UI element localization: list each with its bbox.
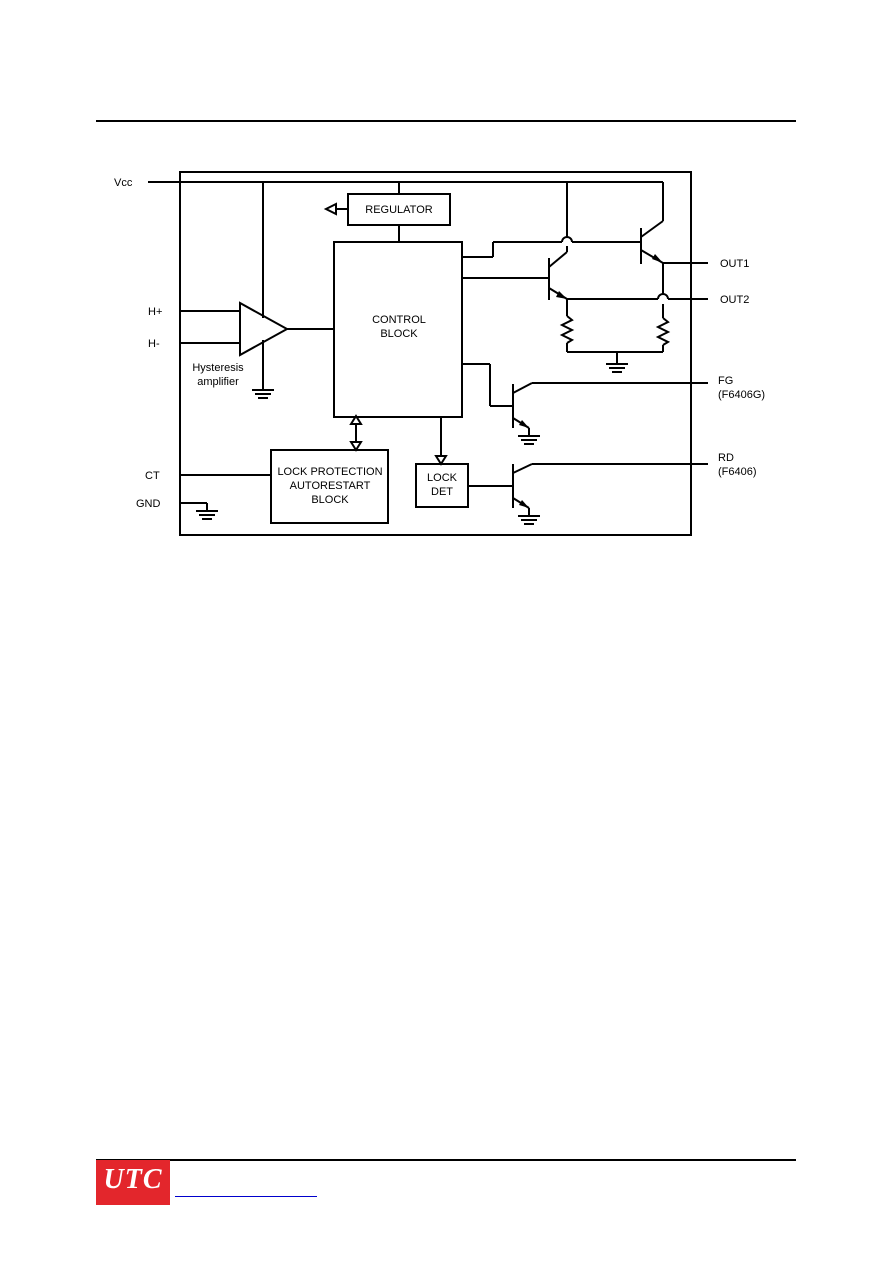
logo-text: UTC: [103, 1164, 163, 1195]
pin-out1-label: OUT1: [720, 258, 749, 270]
amplifier-label-line2: amplifier: [197, 376, 239, 388]
pin-out2-label: OUT2: [720, 294, 749, 306]
pin-fg-label: FG: [718, 375, 733, 387]
chip-outline: [179, 171, 692, 536]
lock-protection-label-line1: LOCK PROTECTION: [277, 466, 382, 478]
lock-protection-block: [270, 449, 389, 524]
footer-rule: [96, 1159, 796, 1161]
header-rule: [96, 120, 796, 122]
pin-fg-variant-label: (F6406G): [718, 389, 765, 401]
pin-h-plus-label: H+: [148, 306, 162, 318]
footer-link[interactable]: [175, 1195, 317, 1197]
utc-logo: UTC: [96, 1160, 170, 1205]
pin-rd-variant-label: (F6406): [718, 466, 757, 478]
lock-protection-label-line3: BLOCK: [311, 494, 349, 506]
control-label-line1: CONTROL: [372, 314, 426, 326]
pin-h-minus-label: H-: [148, 338, 160, 350]
regulator-label: REGULATOR: [365, 204, 432, 216]
pin-rd-label: RD: [718, 452, 734, 464]
control-label-line2: BLOCK: [380, 328, 418, 340]
amplifier-label-line1: Hysteresis: [192, 362, 244, 374]
pin-gnd-label: GND: [136, 498, 161, 510]
lock-protection-label-line2: AUTORESTART: [290, 480, 371, 492]
pin-vcc-label: Vcc: [114, 177, 133, 189]
lock-det-label-line1: LOCK: [427, 472, 458, 484]
lock-det-label-line2: DET: [431, 486, 453, 498]
pin-ct-label: CT: [145, 470, 160, 482]
